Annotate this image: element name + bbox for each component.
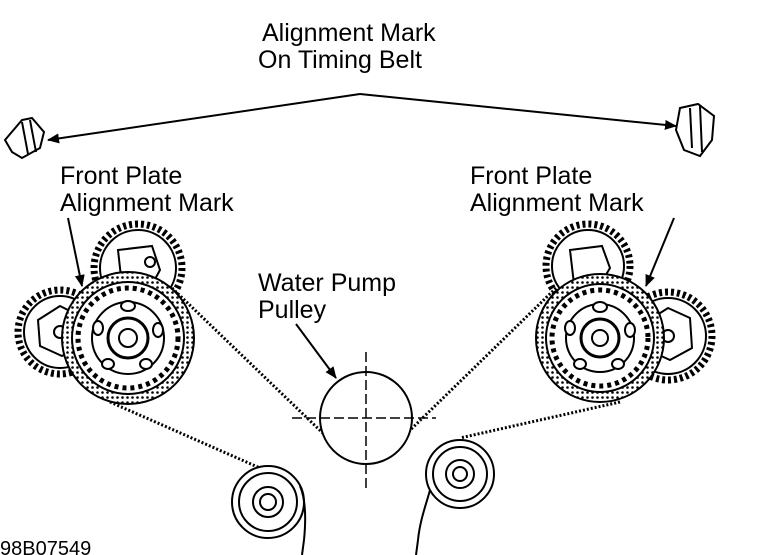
- timing-belt-mark-label-line2: On Timing Belt: [258, 46, 422, 74]
- left-belt-mark-icon: [3, 116, 46, 160]
- timing-belt: [109, 286, 621, 470]
- callout-arrows: [67, 217, 675, 379]
- crank-belt-leads: [301, 539, 419, 555]
- left-idler-pulley: [231, 465, 307, 541]
- left-front-plate-label-line2: Alignment Mark: [60, 189, 234, 217]
- water-pump-label-line1: Water Pump: [258, 269, 397, 297]
- timing-belt-mark-label-line1: Alignment Mark: [262, 19, 436, 47]
- right-belt-mark-icon: [674, 102, 716, 158]
- water-pump-label-line2: Pulley: [258, 296, 327, 324]
- right-camshaft-sprocket: [535, 273, 665, 403]
- right-idler-pulley: [417, 439, 495, 541]
- timing-belt-mark-arrows: [47, 93, 677, 144]
- water-pump-pulley: [292, 352, 436, 490]
- right-front-plate-label-line2: Alignment Mark: [470, 189, 644, 217]
- figure-code: 98B07549: [0, 538, 92, 555]
- left-front-plate-label-line1: Front Plate: [60, 162, 183, 190]
- right-front-plate-label-line1: Front Plate: [470, 162, 593, 190]
- left-camshaft-sprocket: [61, 271, 195, 405]
